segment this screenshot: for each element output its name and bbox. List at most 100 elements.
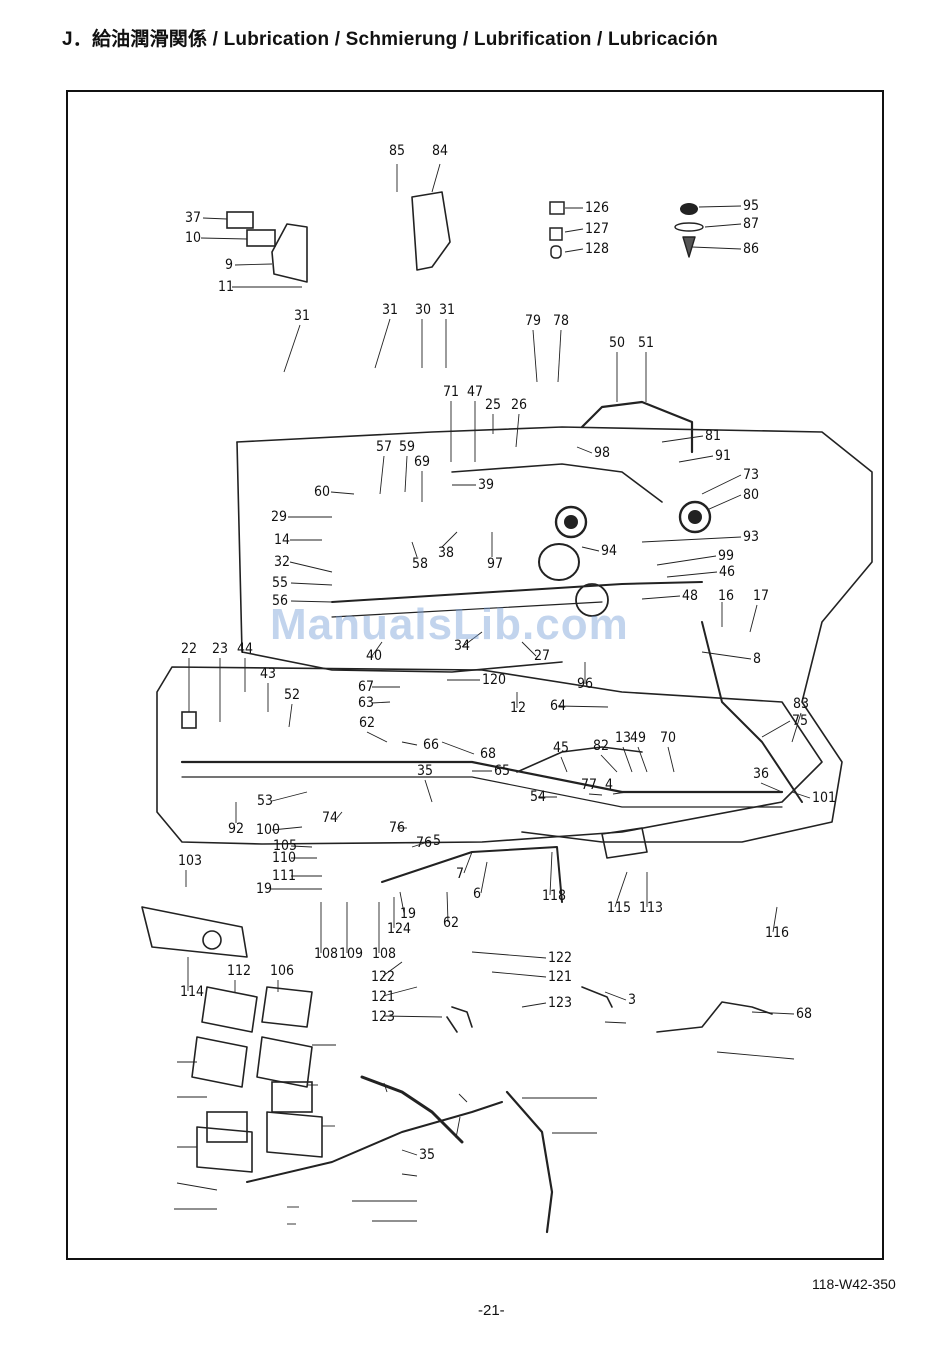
leader-line-127 [564,228,584,233]
part-callout-60: 60 [314,484,330,500]
leader-line-36 [760,782,783,793]
part-callout-54: 54 [530,789,546,805]
machine-arm-casting-outline [236,426,873,843]
part-callout-112: 112 [227,963,251,979]
part-callout-46: 46 [719,564,735,580]
part-callout-75: 75 [792,713,808,729]
oil-pan-106-left [196,1126,253,1173]
leader-line-128 [564,248,584,253]
leader-line-19 [399,891,405,914]
oil-tube-48-49 [701,621,803,803]
leader-line-123 [382,1015,443,1018]
oil-tube-50-51 [580,400,694,454]
leader-line-undefined [604,1021,627,1024]
part-callout-43: 43 [260,666,276,682]
part-callout-93: 93 [743,529,759,545]
part-callout-113: 113 [639,900,663,916]
oil-window-73 [554,505,588,539]
leader-line-6 [480,861,488,894]
part-callout-45: 45 [553,740,569,756]
part-callout-71: 71 [443,384,459,400]
cap-128 [550,245,562,259]
part-callout-23: 23 [212,641,228,657]
leader-line-91 [678,455,714,463]
leader-line-56 [290,600,333,603]
leader-line-17 [749,604,758,633]
part-callout-99: 99 [718,548,734,564]
part-callout-122: 122 [548,950,572,966]
part-callout-66: 66 [423,737,439,753]
part-callout-114: 114 [180,984,204,1000]
part-callout-14: 14 [274,532,290,548]
part-callout-120: 120 [482,672,506,688]
leader-line-58 [411,541,418,558]
leader-line-40 [371,641,383,657]
leader-line-95 [698,205,742,208]
part-callout-67: 67 [358,679,374,695]
part-callout-68: 68 [480,746,496,762]
leader-line-122 [382,961,403,977]
part-callout-11: 11 [218,279,234,295]
part-callout-12: 12 [510,700,526,716]
leader-line-62 [446,891,449,923]
stud-6-right [451,1006,473,1028]
part-callout-100: 100 [256,822,280,838]
leader-line-45 [560,756,568,773]
machine-bed-outline [156,666,823,845]
leader-line-59 [404,455,408,493]
leader-line-62 [366,731,388,743]
leader-line-37 [202,217,228,220]
part-callout-34: 34 [454,638,470,654]
part-callout-6: 6 [473,886,481,902]
felt-40 [181,711,197,729]
part-callout-22: 22 [181,641,197,657]
part-callout-116: 116 [765,925,789,941]
leader-line-31 [374,318,391,369]
part-callout-29: 29 [271,509,287,525]
document-code: 118-W42-350 [812,1276,896,1292]
arm-oil-line [451,463,663,503]
part-callout-52: 52 [284,687,300,703]
leader-line-60 [330,491,355,495]
part-callout-96: 96 [577,676,593,692]
leader-line-115 [614,871,628,908]
leader-line-84 [431,163,441,193]
part-callout-108: 108 [372,946,396,962]
plate-76-hole [202,930,222,950]
leader-line-49 [637,746,648,773]
leader-line-5 [411,840,432,848]
leader-line-121 [382,986,418,997]
part-callout-122: 122 [371,969,395,985]
leader-line-26 [515,413,520,448]
leader-line-8 [701,651,752,660]
leader-line-undefined [176,1182,218,1191]
part-callout-5: 5 [433,833,441,849]
leader-line-79 [532,329,538,383]
part-callout-80: 80 [743,487,759,503]
oil-tube-116 [505,1090,554,1234]
part-callout-70: 70 [660,730,676,746]
part-callout-92: 92 [228,821,244,837]
leader-line-116 [772,906,778,933]
part-callout-126: 126 [585,200,609,216]
leader-line-66 [401,741,418,746]
felt-112-right [271,1081,313,1113]
part-callout-98: 98 [594,445,610,461]
part-callout-68: 68 [796,1006,812,1022]
part-callout-31: 31 [382,302,398,318]
part-callout-86: 86 [743,241,759,257]
leader-line-87 [704,223,742,228]
part-callout-64: 64 [550,698,566,714]
valve-100 [601,827,648,859]
leader-line-undefined [455,1116,461,1139]
part-callout-49: 49 [630,730,646,746]
leader-line-3 [604,991,627,1001]
o-ring-94 [575,583,609,617]
washer-87 [674,222,704,232]
part-callout-3: 3 [628,992,636,1008]
part-callout-47: 47 [467,384,483,400]
upper-oil-tube-2 [331,601,603,618]
part-callout-69: 69 [414,454,430,470]
part-callout-58: 58 [412,556,428,572]
leader-line-undefined [401,1173,418,1177]
